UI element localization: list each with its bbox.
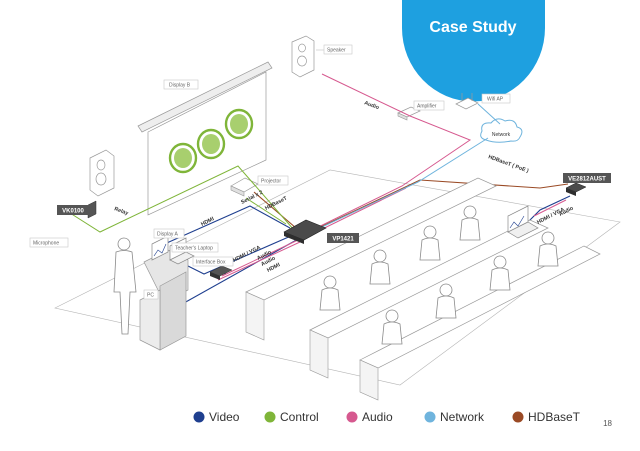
case-study-badge: Case Study <box>402 0 545 102</box>
cable-label-hdbaset-poe: HDBaseT ( PoE ) <box>487 154 529 174</box>
legend-swatch <box>193 411 205 423</box>
vk0100-label: VK0100 <box>62 209 84 215</box>
svg-text:Wifi AP: Wifi AP <box>487 97 504 103</box>
label-microphone: Microphone <box>29 237 69 248</box>
student <box>381 309 403 345</box>
cable-label-relay: Relay <box>113 206 129 217</box>
svg-text:Teacher's Laptop: Teacher's Laptop <box>175 246 213 252</box>
label-speaker: Speaker <box>316 44 353 55</box>
legend-swatch <box>424 411 436 423</box>
vp1421-device: VP1421 <box>283 219 359 244</box>
student <box>369 249 391 285</box>
ve2812aust-label: VE2812AUST <box>568 177 606 183</box>
speaker-left <box>89 149 115 197</box>
student-desks <box>245 177 601 401</box>
student-laptop <box>507 205 539 239</box>
ve2812aust-device: VE2812AUST <box>563 173 611 196</box>
cable-label-hdmi-display-a: HDMI <box>200 216 215 228</box>
room-floor <box>54 169 621 386</box>
label-teachers-laptop: Teacher's Laptop <box>171 242 219 253</box>
legend-item-hdbaset: HDBaseT <box>512 410 581 424</box>
legend-label: Video <box>209 410 240 424</box>
label-amplifier: Amplifier <box>413 100 445 111</box>
cable-label-audio-top: Audio <box>363 100 380 111</box>
label-interface-box: Interface Box <box>192 256 234 267</box>
svg-text:PC: PC <box>147 293 154 299</box>
student <box>537 231 559 267</box>
teacher-podium <box>139 235 189 351</box>
vp1421-label: VP1421 <box>332 237 354 243</box>
student <box>435 283 457 319</box>
label-pc: PC <box>143 289 159 300</box>
legend: Video Control Audio Network HDBaseT <box>193 410 581 424</box>
page-number: 18 <box>603 419 612 428</box>
interface-box <box>209 265 233 280</box>
vk0100-device: VK0100 <box>57 200 97 219</box>
students <box>319 205 559 345</box>
cable-label-hdmi-vga: HDMI / VGA <box>232 245 262 264</box>
student <box>489 255 511 291</box>
legend-item-audio: Audio <box>346 410 393 424</box>
legend-label: Control <box>280 410 319 424</box>
network-cloud <box>480 118 523 143</box>
wifi-ap-device <box>455 93 479 110</box>
label-network: Network <box>492 132 511 138</box>
legend-label: Network <box>440 410 485 424</box>
case-study-title: Case Study <box>429 19 516 36</box>
svg-text:Interface Box: Interface Box <box>196 260 226 266</box>
legend-swatch <box>264 411 276 423</box>
legend-label: HDBaseT <box>528 410 581 424</box>
label-display-b: Display B <box>163 79 199 90</box>
legend-item-control: Control <box>264 410 319 424</box>
svg-text:Display B: Display B <box>169 83 191 89</box>
teacher <box>113 237 137 335</box>
speaker-right <box>291 35 315 78</box>
label-wifi-ap: Wifi AP <box>481 93 511 104</box>
legend-item-video: Video <box>193 410 240 424</box>
student <box>459 205 481 241</box>
svg-text:Amplifier: Amplifier <box>417 104 437 110</box>
projection-screen <box>137 61 273 216</box>
svg-text:Display A: Display A <box>157 232 179 238</box>
svg-text:Microphone: Microphone <box>33 241 59 247</box>
cable-label-hdmi-pc: HDMI <box>266 262 281 274</box>
label-display-a: Display A <box>153 228 185 239</box>
svg-text:Projector: Projector <box>261 179 281 185</box>
legend-swatch <box>512 411 524 423</box>
legend-swatch <box>346 411 358 423</box>
legend-item-network: Network <box>424 410 485 424</box>
legend-label: Audio <box>362 410 393 424</box>
student <box>419 225 441 261</box>
student <box>319 275 341 311</box>
svg-text:Speaker: Speaker <box>327 48 346 54</box>
label-projector: Projector <box>257 175 289 186</box>
